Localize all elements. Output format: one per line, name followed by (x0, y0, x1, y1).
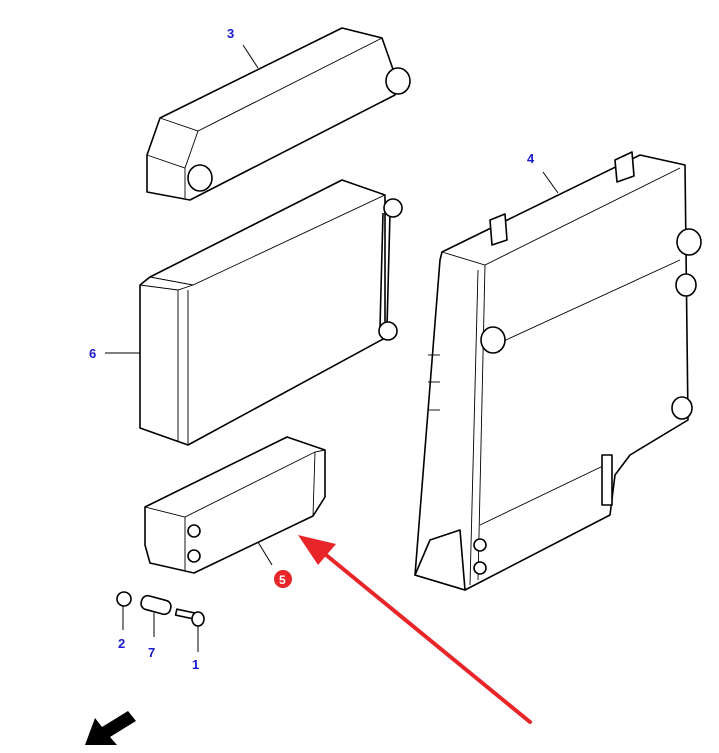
part-6-middle-cooler[interactable] (105, 179, 403, 446)
part-3-upper-cooler[interactable] (146, 27, 411, 201)
red-arrow-icon (298, 535, 532, 724)
callout-5-badge: 5 (274, 570, 292, 588)
callout-1: 1 (192, 657, 199, 672)
part-7-spring[interactable] (140, 594, 173, 637)
callout-2: 2 (118, 636, 125, 651)
part-2-nut[interactable] (116, 591, 132, 630)
part-5-lower-cooler[interactable] (144, 436, 326, 574)
callout-3: 3 (227, 26, 234, 41)
part-4-radiator-frame[interactable] (414, 151, 702, 591)
callout-6: 6 (89, 346, 96, 361)
callout-4: 4 (527, 151, 535, 166)
svg-text:5: 5 (279, 573, 286, 587)
callout-7: 7 (148, 645, 155, 660)
direction-arrow-icon (85, 711, 136, 745)
part-1-bolt[interactable] (174, 608, 205, 652)
